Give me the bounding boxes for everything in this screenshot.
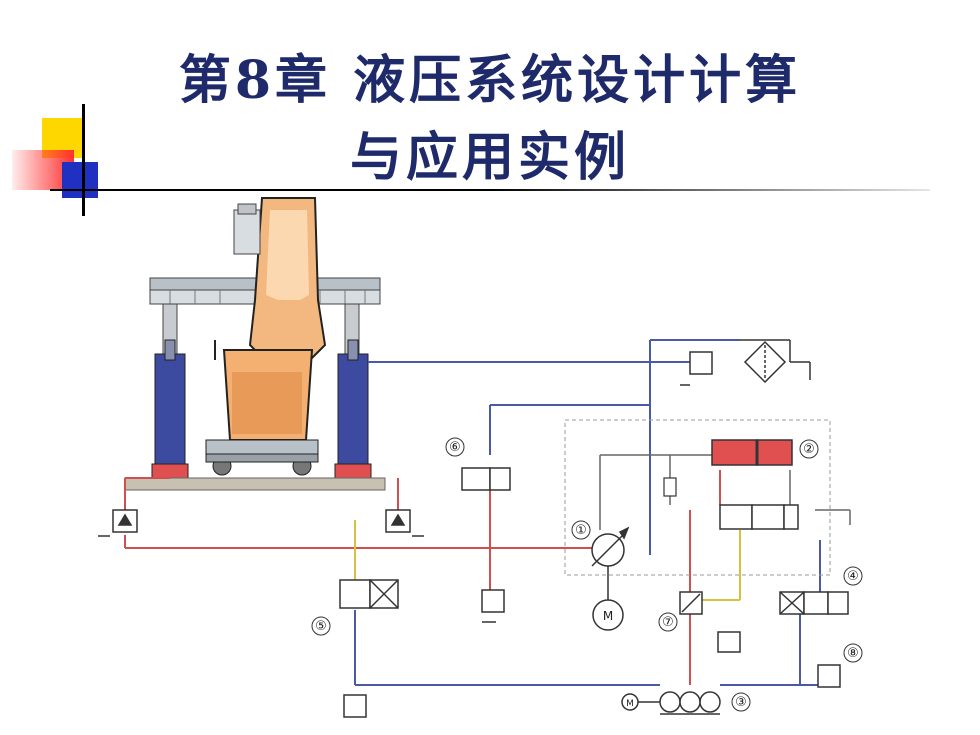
- pump: [591, 526, 630, 567]
- deco-vertical-line: [82, 104, 85, 216]
- label-5: ⑤: [315, 619, 327, 634]
- right-cylinder-base: [334, 463, 372, 479]
- red-pipes: [124, 470, 721, 685]
- filter-cooler: [740, 339, 811, 384]
- furnace-shaft-inner: [266, 210, 309, 300]
- directional-valve-5: [339, 579, 399, 609]
- left-cylinder-rod: [164, 339, 176, 361]
- blue-pipes: [354, 339, 821, 686]
- left-cylinder: [154, 353, 186, 465]
- title-decoration: [0, 100, 140, 220]
- label-7: ⑦: [662, 615, 674, 630]
- steel-furnace-machine: [124, 197, 386, 491]
- relief-valve-mid: [481, 589, 505, 623]
- electric-motor: [592, 566, 624, 631]
- pump-motor-label: M: [626, 699, 634, 709]
- right-cylinder-rod: [347, 339, 359, 361]
- slide-title-line1: 第8章 液压系统设计计算: [178, 50, 802, 111]
- relief-valve-8: [817, 664, 841, 688]
- small-check-valve: [663, 477, 677, 497]
- grey-pipes: [599, 454, 851, 530]
- slide-title-line2: 与应用实例: [349, 127, 630, 188]
- deco-blue-square: [62, 162, 98, 198]
- relief-valve-bottom: [343, 694, 367, 718]
- check-valve-right: [385, 509, 424, 537]
- directional-valve-main: [719, 504, 799, 530]
- label-8: ⑧: [847, 646, 859, 661]
- label-3: ③: [735, 695, 747, 710]
- yellow-pipes: [354, 520, 741, 601]
- ground: [124, 477, 386, 491]
- motor-label: M: [603, 609, 613, 623]
- relief-valve-right: [717, 631, 741, 653]
- check-valve-left: [98, 509, 138, 537]
- left-cylinder-base: [151, 463, 189, 479]
- directional-valve-4: [779, 591, 849, 615]
- directional-valve-6: [461, 467, 511, 491]
- label-2: ②: [803, 442, 815, 457]
- furnace-lid-pipe: [233, 209, 261, 255]
- ladle-car: [205, 439, 319, 455]
- label-1: ①: [575, 523, 587, 538]
- title-underline: [50, 189, 930, 191]
- label-4: ④: [847, 569, 859, 584]
- furnace-lid-top: [237, 203, 257, 215]
- label-6: ⑥: [449, 440, 461, 455]
- right-cylinder: [337, 353, 369, 465]
- ladle-liquid: [232, 372, 302, 434]
- pump-group: [621, 691, 721, 715]
- relief-valve-top: [680, 351, 713, 386]
- throttle-valve-7: [679, 591, 703, 615]
- double-cylinder: [711, 439, 793, 466]
